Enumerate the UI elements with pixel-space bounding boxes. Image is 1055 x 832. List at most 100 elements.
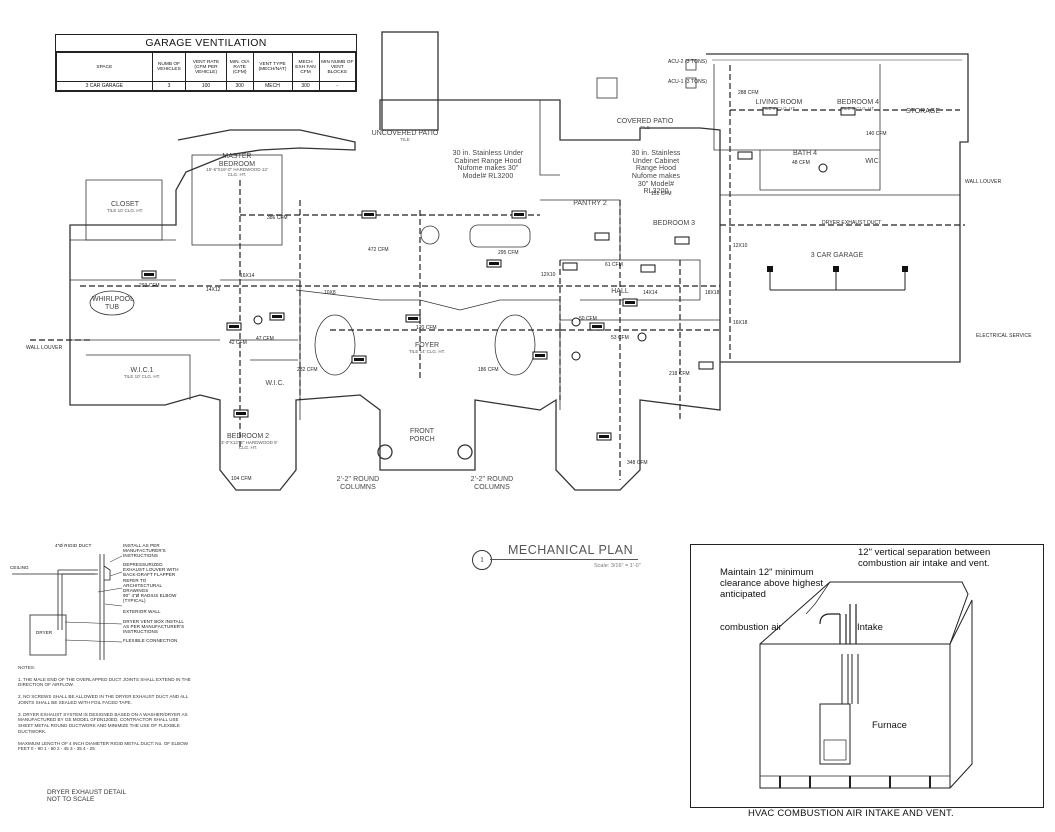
garage-ventilation-table: GARAGE VENTILATION SPACE NUMB OF VEHICLE… [55, 34, 357, 92]
col-header-vent-type: VENT TYPE (MECH/NAT) [252, 52, 293, 82]
room-label-bedroom4: BEDROOM 4 TILE 9' CLG. HT. [828, 99, 888, 112]
duct-size-label: 16X14 [240, 273, 255, 279]
kitchen-island [469, 224, 531, 248]
cfm-label: 472 CFM [368, 247, 389, 253]
room-name: LIVING ROOM [755, 99, 803, 106]
room-finish: TILE 9' CLG. HT. [841, 105, 875, 111]
vent-pipes [839, 604, 857, 644]
cfm-label: 151 CFM [651, 191, 672, 197]
dryer-notes: NOTES: 1. THE MALE END OF THE OVERLAPPED… [18, 665, 193, 758]
cfm-label: 47 CFM [256, 336, 274, 342]
note-item: 1. THE MALE END OF THE OVERLAPPED DUCT J… [18, 676, 191, 688]
range-hood-note-right: 30 in. Stainless Under Cabinet Range Hoo… [626, 150, 686, 196]
cfm-label: 386 CFM [267, 215, 288, 221]
column-note: 2'-2" ROUND COLUMNS [470, 476, 514, 491]
room-label-wic-right: WIC [860, 158, 884, 166]
wall-louver-label-right: WALL LOUVER [965, 179, 1002, 185]
dryer-label: DRYER [36, 630, 53, 635]
cell-vent-type: MECH [252, 81, 293, 91]
range-hood-text: 30 in. Stainless Under Cabinet Range Hoo… [631, 150, 681, 196]
cell-vent-blocks: - [318, 81, 357, 91]
dryer-box [29, 614, 67, 656]
master-bedroom-wall [191, 154, 283, 246]
room-finish: TILE 10' CLG. HT. [106, 207, 144, 213]
room-name: PANTRY 2 [573, 200, 607, 207]
cfm-label: 288 CFM [738, 90, 759, 96]
title-underline [490, 559, 638, 560]
round-columns-left-label: 2'-2" ROUND COLUMNS [334, 476, 382, 491]
callout-flexible: FLEXIBLE CONNECTION [123, 638, 178, 643]
electrical-service-label: ELECTRICAL SERVICE [976, 333, 1032, 339]
room-label-closet: CLOSET TILE 10' CLG. HT. [90, 201, 160, 214]
room-label-pantry2: PANTRY 2 [562, 200, 618, 208]
room-name: BEDROOM 3 [652, 220, 695, 227]
whirlpool-tub [89, 290, 135, 316]
porch-column-right [457, 444, 473, 460]
range-hood-text: 30 in. Stainless Under Cabinet Range Hoo… [452, 150, 524, 181]
room-label-bath4: BATH 4 [790, 150, 820, 158]
cfm-label: 140 CFM [866, 131, 887, 137]
dryer-exhaust-detail-drawing [12, 554, 123, 660]
exterior-wall [99, 554, 105, 660]
drawing-scale: Scale: 3/16" = 1'-0" [594, 563, 641, 569]
cfm-label: 348 CFM [627, 460, 648, 466]
table-title: GARAGE VENTILATION [56, 35, 356, 52]
room-label-foyer: FOYER TILE 14' CLG. HT. [402, 342, 452, 355]
cfm-label: 48 CFM [792, 160, 810, 166]
hvac-detail-frame [690, 544, 1044, 808]
intake-label: Intake [857, 622, 883, 633]
cfm-label: 293 CFM [139, 283, 160, 289]
caption-line: NOT TO SCALE [47, 796, 95, 804]
room-label-covered-patio: COVERED PATIO TILE [610, 118, 680, 131]
roof-outline [759, 581, 969, 645]
ceiling-label: CEILING [10, 565, 29, 570]
room-name: BEDROOM 4 [836, 99, 879, 106]
cfm-label: 218 CFM [669, 371, 690, 377]
duct-size-label: 12X10 [541, 272, 556, 278]
duct-size-label: 10X8 [324, 290, 336, 296]
room-finish: TILE 10' CLG. HT. [123, 373, 161, 379]
room-label-wic1: W.I.C.1 TILE 10' CLG. HT. [110, 367, 174, 380]
room-label-storage: STORAGE [898, 108, 948, 116]
branch-ducts [239, 65, 731, 480]
wall-louver-label: WALL LOUVER [26, 345, 63, 351]
room-finish: TILE [640, 124, 650, 130]
porch-column-left [377, 444, 393, 460]
dryer-exhaust-duct-label: DRYER EXHAUST DUCT [822, 220, 882, 226]
room-name: STORAGE [905, 108, 941, 115]
cell-vent-rate: 100 [185, 81, 227, 91]
acu2-label: ACU-2 (3 TONS) [668, 59, 707, 65]
round-columns-right-label: 2'-2" ROUND COLUMNS [468, 476, 516, 491]
note-item: 3. DRYER EXHAUST SYSTEM IS DESIGNED BASE… [18, 711, 188, 734]
dryer-detail-caption: DRYER EXHAUST DETAIL NOT TO SCALE [47, 789, 126, 804]
table-header-row: SPACE NUMB OF VEHICLES VENT RATE (CFM PE… [56, 52, 357, 82]
duct-size-label: 18X18 [705, 290, 720, 296]
cfm-label: 53 CFM [611, 335, 629, 341]
callout-elbow: 90° 4"Ø RADIUS ELBOW (TYPICAL) [123, 593, 177, 604]
duct-size-label: 12X10 [733, 243, 748, 249]
room-name: UNCOVERED PATIO [371, 130, 439, 137]
hvac-detail-caption: HVAC COMBUSTION AIR INTAKE AND VENT. [748, 808, 954, 819]
ventilation-grid: SPACE NUMB OF VEHICLES VENT RATE (CFM PE… [56, 52, 357, 91]
dining-table [420, 225, 440, 245]
hvac-detail-drawing [759, 581, 973, 789]
column-note: 2'-2" ROUND COLUMNS [336, 476, 380, 491]
side-wall [949, 599, 973, 789]
furnace-label: Furnace [872, 720, 907, 731]
room-label-bedroom2: BEDROOM 2 13'-0"X13'-4" HARDWOOD 9' CLG.… [218, 433, 278, 451]
cfm-label: 42 CFM [229, 340, 247, 346]
wall-section [759, 643, 951, 789]
furnace-cabinet [819, 703, 851, 765]
table-row: 3 CAR GARAGE 3 100 300 MECH 300 - [56, 81, 357, 91]
combustion-air-pipe [819, 613, 840, 625]
room-name: BATH 4 [793, 150, 817, 157]
room-name: W.I.C.1 [130, 367, 154, 374]
room-label-uncovered-patio: UNCOVERED PATIO TILE [350, 130, 460, 143]
notes-title: NOTES: [18, 665, 36, 670]
duct-size-label: 14X14 [643, 290, 658, 296]
duct-size-label: 14X12 [206, 287, 221, 293]
clearance-label: Maintain 12" minimum clearance above hig… [720, 567, 823, 600]
ac-unit [596, 77, 618, 99]
room-name: 3 CAR GARAGE [810, 252, 864, 259]
room-name: FOYER [414, 342, 440, 349]
